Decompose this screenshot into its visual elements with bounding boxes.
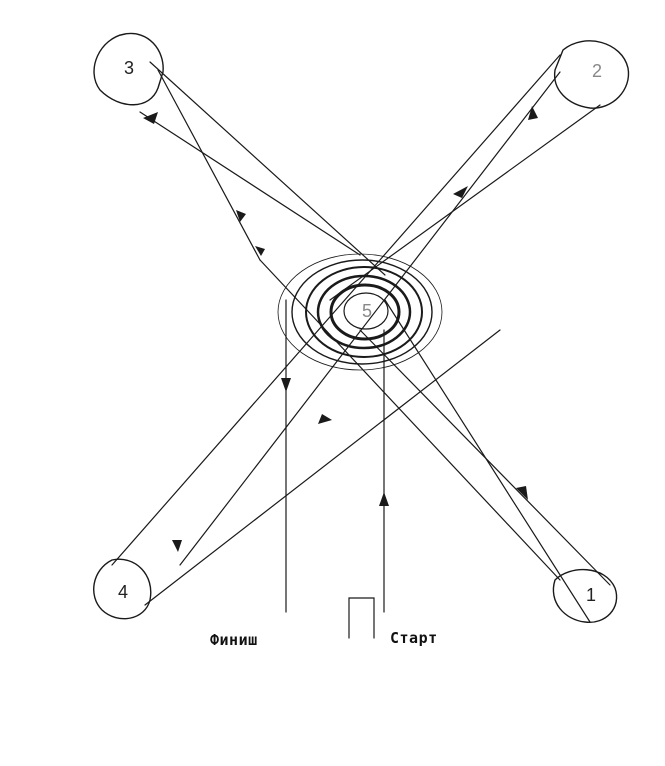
arrow-down-center bbox=[236, 210, 246, 222]
arrow-to-1 bbox=[516, 486, 528, 500]
segment-3-top-to-5 bbox=[149, 61, 386, 276]
arrow-small-center bbox=[255, 246, 265, 256]
start-gate bbox=[348, 597, 375, 639]
node-label-2: 2 bbox=[592, 61, 602, 81]
start-label: Старт bbox=[390, 629, 438, 647]
arrow-from-2 bbox=[453, 186, 468, 198]
loop-2 bbox=[553, 40, 630, 109]
node-label-5: 5 bbox=[362, 301, 372, 321]
route-lines bbox=[111, 54, 611, 623]
segment-3-to-center bbox=[157, 69, 261, 261]
arrow-to-3 bbox=[143, 112, 158, 124]
arrow-toward-upper bbox=[318, 414, 332, 424]
spiral-5 bbox=[277, 253, 443, 371]
segment-5-to-1 bbox=[384, 299, 591, 623]
arrow-toward-2 bbox=[528, 106, 538, 120]
arrow-finish-down bbox=[281, 378, 291, 392]
segment-4-to-2 bbox=[111, 54, 561, 566]
node-labels: 3 2 4 1 5 bbox=[118, 58, 602, 605]
segment-2-to-4 bbox=[179, 71, 561, 566]
arrows bbox=[143, 106, 538, 552]
node-label-1: 1 bbox=[586, 585, 596, 605]
arrow-start-up bbox=[379, 492, 389, 506]
arrow-to-4 bbox=[172, 540, 182, 552]
segment-center-to-1 bbox=[259, 259, 561, 581]
segment-1-to-center bbox=[359, 329, 611, 586]
loop-4 bbox=[93, 558, 152, 620]
loop-1 bbox=[552, 569, 618, 623]
segment-4-upper bbox=[144, 329, 501, 606]
finish-label: Финиш bbox=[210, 631, 258, 649]
loop-3 bbox=[93, 32, 164, 106]
node-label-3: 3 bbox=[124, 58, 134, 78]
segment-center-to-3 bbox=[139, 111, 361, 256]
node-label-4: 4 bbox=[118, 582, 128, 602]
